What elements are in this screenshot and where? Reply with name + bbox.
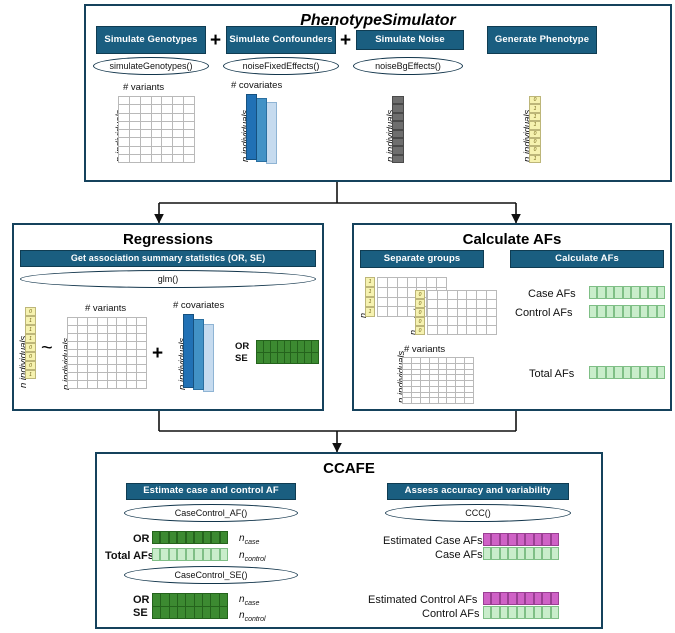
cell: 0 bbox=[529, 146, 541, 155]
cell: 0 bbox=[415, 317, 425, 326]
af-output-label-control: Control AFs bbox=[515, 307, 573, 319]
operator-plus-1: + bbox=[210, 30, 222, 51]
comparison-label-control: Control AFs bbox=[422, 608, 480, 620]
cell: 1 bbox=[25, 334, 36, 343]
ccafe-ncase-label-2: ncase bbox=[239, 594, 260, 607]
operator-plus-regressions: + bbox=[152, 343, 164, 364]
step-generate-phenotype[interactable]: Generate Phenotype bbox=[487, 26, 597, 54]
cell: 1 bbox=[529, 104, 541, 113]
operator-plus-2: + bbox=[340, 30, 352, 51]
cell: 1 bbox=[25, 325, 36, 334]
ccafe-ncontrol-label-2: ncontrol bbox=[239, 610, 266, 623]
step-simulate-confounders[interactable]: Simulate Confounders bbox=[226, 26, 336, 54]
cell: 1 bbox=[365, 297, 375, 307]
ccafe-ncontrol-label-1: ncontrol bbox=[239, 550, 266, 563]
cell: 0 bbox=[415, 308, 425, 317]
af-output-label-total: Total AFs bbox=[529, 368, 575, 380]
cell: 1 bbox=[529, 112, 541, 122]
ccafe-se-se-label: SE bbox=[133, 607, 148, 619]
comparison-label-est-case: Estimated Case AFs bbox=[383, 535, 483, 547]
reg-covariates-col-label: # covariates bbox=[173, 300, 225, 311]
cell: 0 bbox=[529, 96, 541, 105]
cell: 0 bbox=[529, 137, 541, 147]
cell: 0 bbox=[25, 352, 36, 361]
reg-result-matrix bbox=[256, 340, 319, 364]
reg-outcome-vector: 0 1 1 1 0 0 0 1 bbox=[25, 307, 36, 379]
cell: 0 bbox=[415, 326, 425, 335]
cell: 1 bbox=[365, 277, 375, 287]
reg-covariates-bars bbox=[183, 314, 223, 392]
sim-noise-vector bbox=[392, 96, 404, 163]
box-assess-accuracy[interactable]: Assess accuracy and variability bbox=[387, 483, 569, 500]
control-indicator-vector: 0 0 0 0 0 bbox=[415, 290, 425, 335]
comparison-bar-est-control bbox=[483, 592, 559, 605]
sim-covariates-col-label: # covariates bbox=[231, 80, 283, 91]
cell: 1 bbox=[529, 121, 541, 130]
reg-result-label-se: SE bbox=[235, 353, 248, 364]
ccafe-se-or-label: OR bbox=[133, 594, 150, 606]
ccafe-totalaf-label: Total AFs bbox=[105, 550, 154, 562]
reg-genotypes-matrix bbox=[67, 317, 147, 389]
reg-result-label-or: OR bbox=[235, 341, 250, 352]
box-estimate-af[interactable]: Estimate case and control AF bbox=[126, 483, 296, 500]
operator-tilde: ~ bbox=[41, 337, 53, 359]
comparison-label-est-control: Estimated Control AFs bbox=[368, 594, 478, 606]
cell: 0 bbox=[415, 290, 425, 299]
fn-noise-fixed-effects[interactable]: noiseFixedEffects() bbox=[223, 57, 339, 75]
cell: 1 bbox=[25, 316, 36, 325]
ccafe-or-bar bbox=[152, 531, 228, 544]
comparison-bar-control bbox=[483, 606, 559, 619]
comparison-label-case: Case AFs bbox=[435, 549, 483, 561]
sim-genotypes-col-label: # variants bbox=[123, 82, 165, 93]
cell: 1 bbox=[365, 307, 375, 317]
fn-ccc[interactable]: CCC() bbox=[385, 504, 571, 522]
comparison-bar-case bbox=[483, 547, 559, 560]
cell: 0 bbox=[25, 361, 36, 370]
reg-genotypes-col-label: # variants bbox=[85, 303, 127, 314]
regressions-header-box[interactable]: Get association summary statistics (OR, … bbox=[20, 250, 316, 267]
af-output-case bbox=[589, 286, 665, 299]
step-simulate-noise[interactable]: Simulate Noise bbox=[356, 30, 464, 50]
fn-noise-bg-effects[interactable]: noiseBgEffects() bbox=[353, 57, 463, 75]
step-simulate-genotypes[interactable]: Simulate Genotypes bbox=[96, 26, 206, 54]
cell: 1 bbox=[25, 370, 36, 379]
case-indicator-vector: 1 1 1 1 bbox=[365, 277, 375, 317]
sim-phenotype-vector: 0 1 1 1 0 0 0 1 bbox=[529, 96, 541, 163]
cell: 0 bbox=[25, 343, 36, 352]
panel-title-regressions: Regressions bbox=[122, 231, 214, 248]
ccafe-orse-matrix bbox=[152, 593, 228, 619]
panel-title-ccafe: CCAFE bbox=[323, 460, 375, 477]
total-genotype-matrix bbox=[402, 357, 474, 404]
ccafe-ncase-label-1: ncase bbox=[239, 533, 260, 546]
cell: 0 bbox=[25, 307, 36, 316]
af-output-total bbox=[589, 366, 665, 379]
fn-casecontrol-af[interactable]: CaseControl_AF() bbox=[124, 504, 298, 522]
control-genotype-matrix bbox=[427, 290, 497, 335]
cell: 1 bbox=[529, 154, 541, 163]
box-separate-groups[interactable]: Separate groups bbox=[360, 250, 484, 268]
cell: 0 bbox=[415, 299, 425, 308]
cell: 1 bbox=[365, 287, 375, 297]
panel-title-simulator: PhenotypeSimulator bbox=[300, 12, 456, 29]
cell: 0 bbox=[529, 129, 541, 138]
panel-title-calculate-afs: Calculate AFs bbox=[462, 231, 562, 248]
sim-genotypes-matrix bbox=[118, 96, 195, 163]
total-col-label: # variants bbox=[404, 344, 446, 355]
sim-covariates-bars bbox=[246, 94, 286, 164]
comparison-bar-est-case bbox=[483, 533, 559, 546]
fn-glm[interactable]: glm() bbox=[20, 270, 316, 288]
fn-casecontrol-se[interactable]: CaseControl_SE() bbox=[124, 566, 298, 584]
af-output-label-case: Case AFs bbox=[528, 288, 576, 300]
fn-simulate-genotypes[interactable]: simulateGenotypes() bbox=[93, 57, 209, 75]
af-output-control bbox=[589, 305, 665, 318]
ccafe-totalaf-bar bbox=[152, 548, 228, 561]
box-calculate-afs[interactable]: Calculate AFs bbox=[510, 250, 664, 268]
ccafe-or-label: OR bbox=[133, 533, 150, 545]
